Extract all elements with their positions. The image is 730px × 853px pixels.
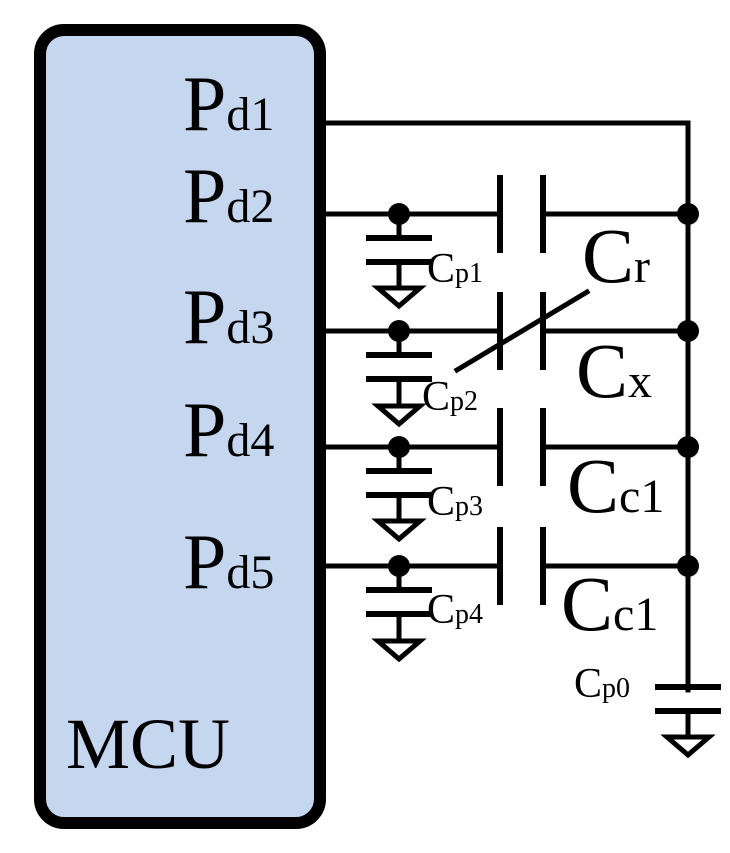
pin-label-pd5: Pd5	[183, 518, 274, 605]
node-cr-right	[677, 203, 699, 225]
parasitic-cap-cp3	[366, 444, 432, 543]
pin-label-pd1: Pd1	[183, 60, 274, 147]
parasitic-label-cp0: Cp0	[574, 661, 630, 707]
parasitic-cap-cp1	[366, 211, 432, 310]
parasitic-cap-cp2	[366, 328, 432, 428]
cap-label-cc1-upper: Cc1	[567, 442, 664, 529]
parasitic-label-cp4: Cp4	[427, 587, 483, 633]
pin-label-pd4: Pd4	[183, 386, 274, 473]
parasitic-cap-cp4	[366, 563, 432, 663]
mcu-label: MCU	[66, 704, 230, 784]
pin-label-pd3: Pd3	[183, 273, 274, 360]
cap-cx-variable-arrow	[453, 288, 591, 374]
ground-icon	[660, 734, 716, 759]
parasitic-cap-cp0	[655, 684, 721, 759]
ground-icon	[371, 638, 427, 663]
cap-label-cx: Cx	[576, 327, 652, 414]
ground-icon	[371, 518, 427, 543]
cap-label-cr: Cr	[582, 212, 650, 299]
node-cc1a-right	[677, 436, 699, 458]
pin-label-pd2: Pd2	[183, 152, 274, 239]
parasitic-label-cp2: Cp2	[422, 374, 478, 420]
parasitic-label-cp1: Cp1	[427, 246, 483, 292]
parasitic-label-cp3: Cp3	[427, 479, 483, 525]
cap-label-cc1-lower: Cc1	[561, 560, 658, 647]
ground-icon	[371, 403, 427, 428]
node-cx-right	[677, 320, 699, 342]
wire-pd1	[319, 120, 691, 693]
mcu-block	[34, 24, 326, 829]
node-cc1b-right	[677, 555, 699, 577]
ground-icon	[371, 285, 427, 310]
